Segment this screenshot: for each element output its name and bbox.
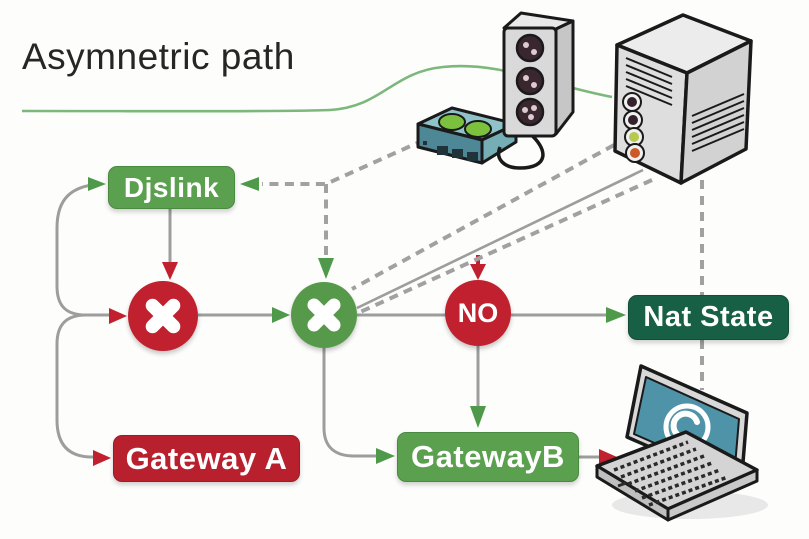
server-to-green-x-links — [351, 143, 653, 315]
server-vents-left — [625, 57, 673, 106]
arrowhead-into-gateway-b-top — [470, 406, 486, 428]
node-no: NO — [445, 280, 511, 346]
laptop-keyboard — [613, 440, 729, 507]
server-tower-icon — [613, 13, 753, 185]
arrowhead-red-down — [162, 262, 178, 280]
power-strip-icon — [502, 11, 575, 138]
x-icon — [145, 298, 181, 334]
arrowhead-into-laptop — [599, 449, 617, 465]
node-djslink: Djslink — [108, 166, 235, 209]
connector-green-x-to-gateway-b — [322, 348, 376, 458]
server-status-lights — [622, 92, 645, 163]
arrowhead-dashed-into-djslink — [240, 177, 259, 191]
arrowhead-into-red-x — [109, 308, 127, 324]
router-device-icon — [416, 106, 518, 165]
arrowhead-into-gateway-b-left — [376, 448, 395, 464]
node-gateway-b: GatewayB — [397, 432, 579, 482]
arrowhead-into-gateway-a — [93, 450, 111, 466]
arrowhead-into-djslink — [88, 177, 106, 191]
arrowhead-dashed-into-green-x — [318, 258, 334, 279]
outlet-sockets — [515, 33, 545, 127]
left-branch-connector — [55, 182, 122, 459]
blocked-marker-green — [291, 282, 357, 348]
dashed-router-paths — [262, 138, 425, 258]
power-cable — [497, 130, 545, 170]
arrowhead-into-nat-state — [606, 307, 626, 323]
laptop-phone-icon — [595, 364, 768, 522]
diagram-title: Asymnetric path — [22, 36, 295, 77]
arrowhead-into-green-x — [272, 307, 290, 323]
server-vents-right — [691, 93, 745, 152]
x-icon — [307, 298, 341, 332]
node-nat-state: Nat State — [628, 295, 789, 340]
node-gateway-a: Gateway A — [113, 435, 300, 482]
blocked-marker-red — [128, 281, 198, 351]
